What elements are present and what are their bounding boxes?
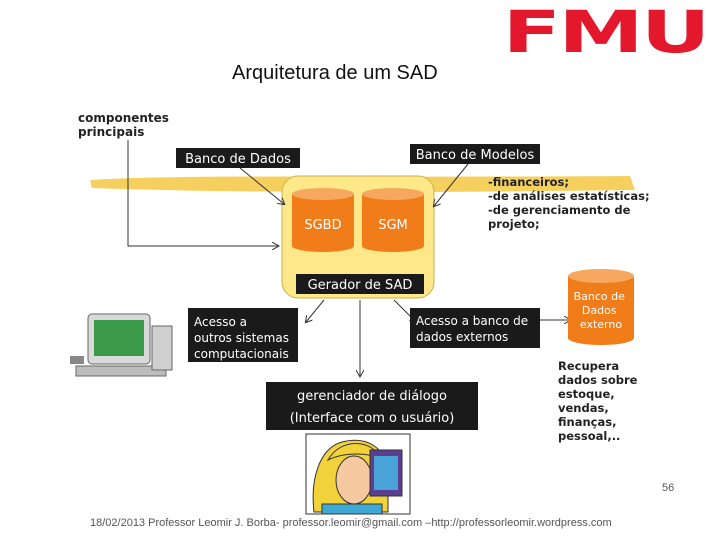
dialog-manager-subtitle: (Interface com o usuário) [290,411,455,426]
computer-icon [70,313,173,377]
retrieves-line6: pessoal,.. [558,429,620,443]
model-type-4: projeto; [488,217,540,231]
retrieves-line4: vendas, [558,401,609,415]
access-other-line2: outros sistemas [194,331,289,345]
sgm-cylinder: SGM [362,188,424,252]
svg-text:componentes principais: componentes principais [78,111,173,139]
models-label: Banco de Modelos [416,148,535,163]
access-other-box [188,308,298,362]
model-type-3: -de gerenciamento de [488,203,631,217]
sgbd-label: SGBD [304,218,341,233]
fmu-logo: FMU [503,6,710,58]
external-database-cylinder: Banco de Dados externo [568,269,634,345]
sgbd-cylinder: SGBD [292,188,354,252]
model-type-2: -de análises estatísticas; [488,189,650,203]
footer-text: 18/02/2013 Professor Leomir J. Borba- pr… [90,517,612,529]
svg-text:Acesso a outros sistemas: Acesso a outros sistemas computacionais [194,315,293,361]
dialog-manager-box [266,382,478,430]
arrow-db-central [239,167,284,204]
components-label-line2: principais [78,125,144,139]
external-db-line3: externo [580,318,622,331]
retrieves-line2: dados sobre [558,373,638,387]
access-other-line1: Acesso a [194,315,247,329]
components-label-line1: componentes [78,111,169,125]
generator-label: Gerador de SAD [308,278,413,293]
arrow-gen-access-other [306,299,325,322]
models-box [410,144,540,164]
page-number: 56 [662,482,675,494]
generator-box [296,274,424,294]
arrow-models-central [434,163,469,206]
access-other-line3: computacionais [194,347,289,361]
access-external-line1: Acesso a banco de [416,314,528,328]
database-label: Banco de Dados [185,152,291,167]
dialog-manager-title: gerenciador de diálogo [297,389,447,404]
retrieves-line3: estoque, [558,387,615,401]
user-illustration [305,433,411,515]
svg-text:-financeiros; -de análises: -financeiros; -de análises estatísticas;… [488,175,650,231]
logo-text: FMU [503,6,708,58]
external-db-line2: Dados [582,304,617,317]
svg-text:Recupera dados sobre e: Recupera dados sobre estoque, vendas, fi… [558,359,641,443]
slide-title: Arquitetura de um SAD [232,62,438,84]
access-external-line2: dados externos [416,330,508,344]
database-box [176,148,300,168]
svg-text:Banco de Dados ext: Banco de Dados externo [574,290,629,331]
sgm-label: SGM [378,218,408,233]
sad-architecture-diagram: componentes principais SGBD SGM Gerador … [70,111,650,515]
retrieves-line5: finanças, [558,415,616,429]
components-connector [127,140,278,246]
retrieves-line1: Recupera [558,359,619,373]
svg-text:Acesso a banco de dados ex: Acesso a banco de dados externos [416,314,532,344]
access-external-box [410,308,540,348]
model-type-1: -financeiros; [488,175,569,189]
external-db-line1: Banco de [574,290,626,303]
